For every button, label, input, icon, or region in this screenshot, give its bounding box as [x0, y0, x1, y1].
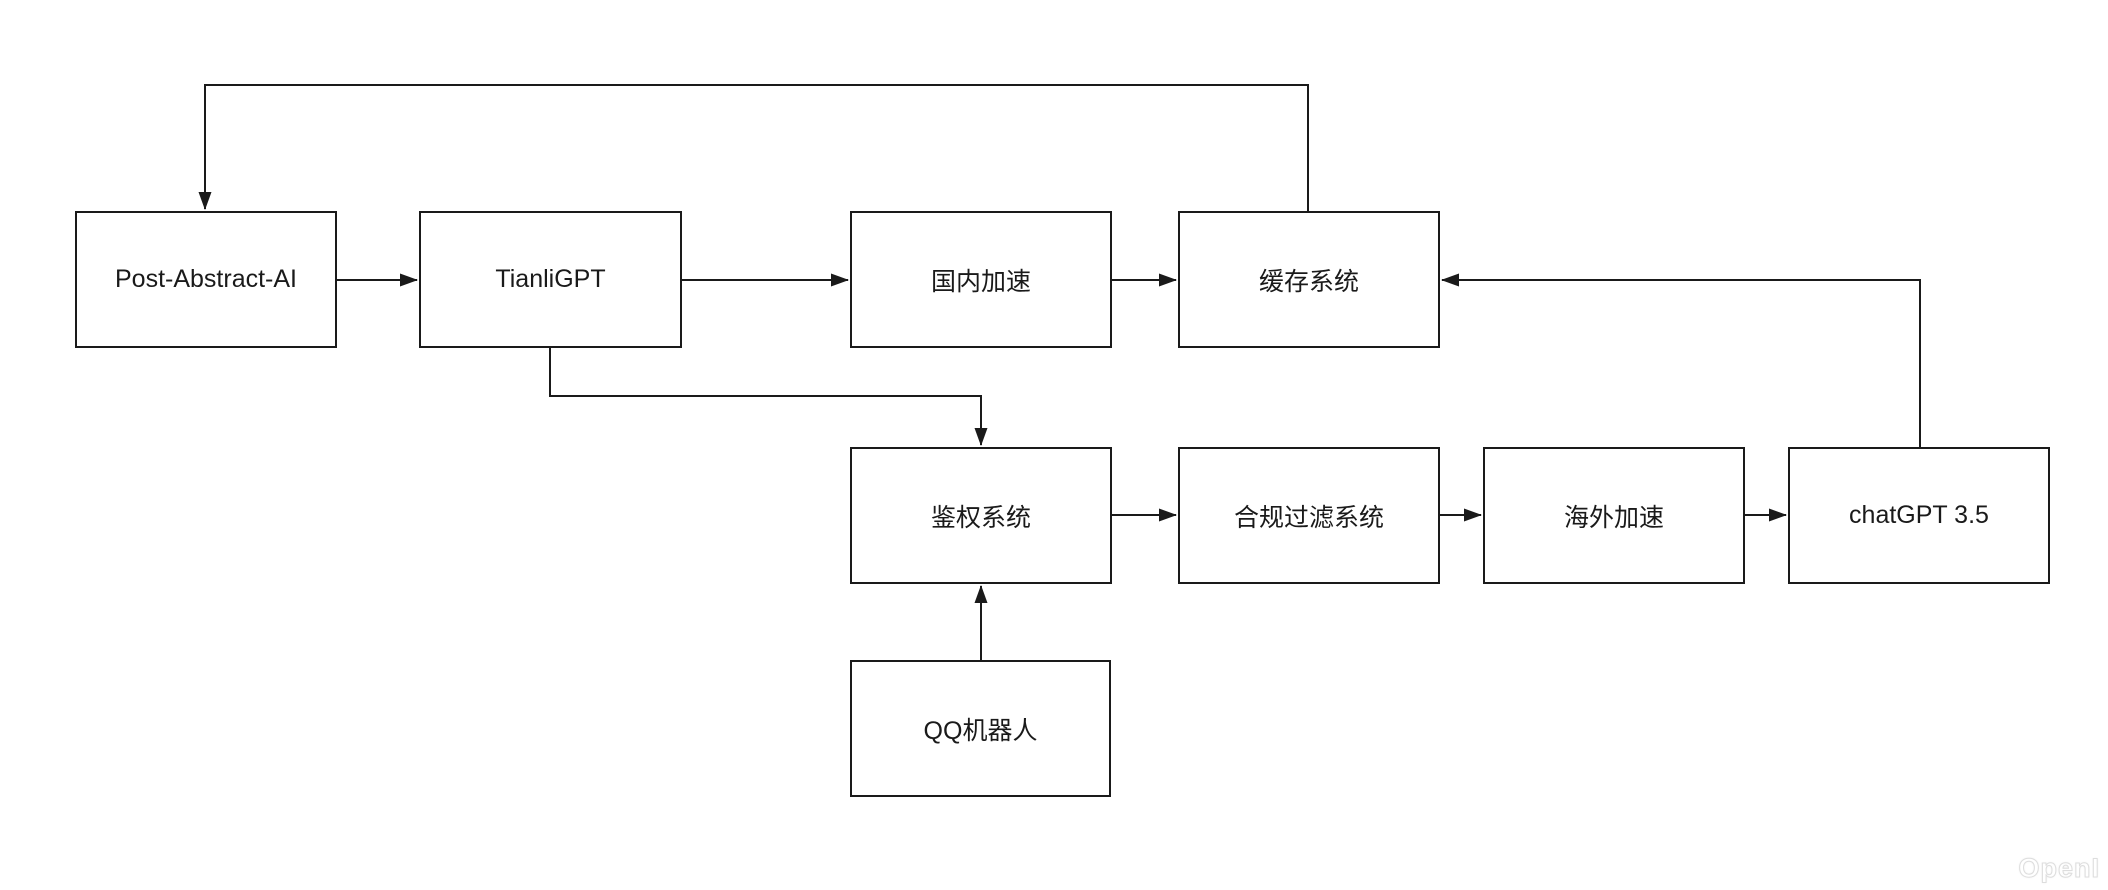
node-label-tianligpt: TianliGPT [495, 265, 606, 293]
node-label-qq-jiqiren: QQ机器人 [923, 716, 1038, 745]
node-label-hegui-guolv-xitong: 合规过滤系统 [1233, 503, 1384, 532]
node-label-guonei-jiasu: 国内加速 [930, 267, 1031, 296]
node-qq-jiqiren[interactable]: QQ机器人 [850, 660, 1111, 797]
openi-watermark: OpenI [2018, 853, 2100, 884]
edge-huancun-xitong-to-post-abstract-ai [198, 84, 1309, 211]
edge-chatgpt-3-5-to-huancun-xitong [1441, 273, 1921, 447]
node-guonei-jiasu[interactable]: 国内加速 [850, 211, 1112, 348]
node-haiwai-jiasu[interactable]: 海外加速 [1483, 447, 1745, 584]
node-huancun-xitong[interactable]: 缓存系统 [1178, 211, 1440, 348]
node-label-post-abstract-ai: Post-Abstract-AI [115, 265, 297, 293]
node-label-huancun-xitong: 缓存系统 [1258, 267, 1359, 296]
node-post-abstract-ai[interactable]: Post-Abstract-AI [75, 211, 337, 348]
node-tianligpt[interactable]: TianliGPT [419, 211, 682, 348]
node-hegui-guolv-xitong[interactable]: 合规过滤系统 [1178, 447, 1440, 584]
node-label-haiwai-jiasu: 海外加速 [1563, 503, 1664, 532]
node-jianquan-xitong[interactable]: 鉴权系统 [850, 447, 1112, 584]
edge-tianligpt-to-jianquan-xitong [549, 348, 988, 446]
node-label-chatgpt-3-5: chatGPT 3.5 [1849, 501, 1989, 529]
node-chatgpt-3-5[interactable]: chatGPT 3.5 [1788, 447, 2050, 584]
node-label-jianquan-xitong: 鉴权系统 [930, 503, 1031, 532]
